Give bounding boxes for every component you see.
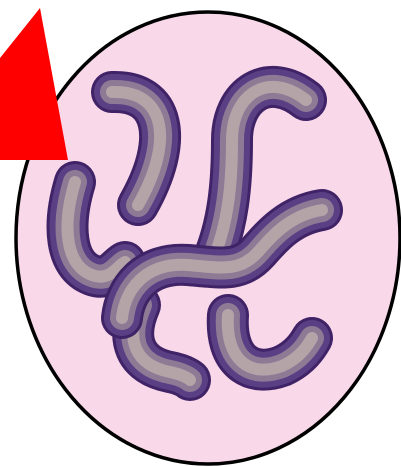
pointer-wedge bbox=[0, 8, 68, 160]
